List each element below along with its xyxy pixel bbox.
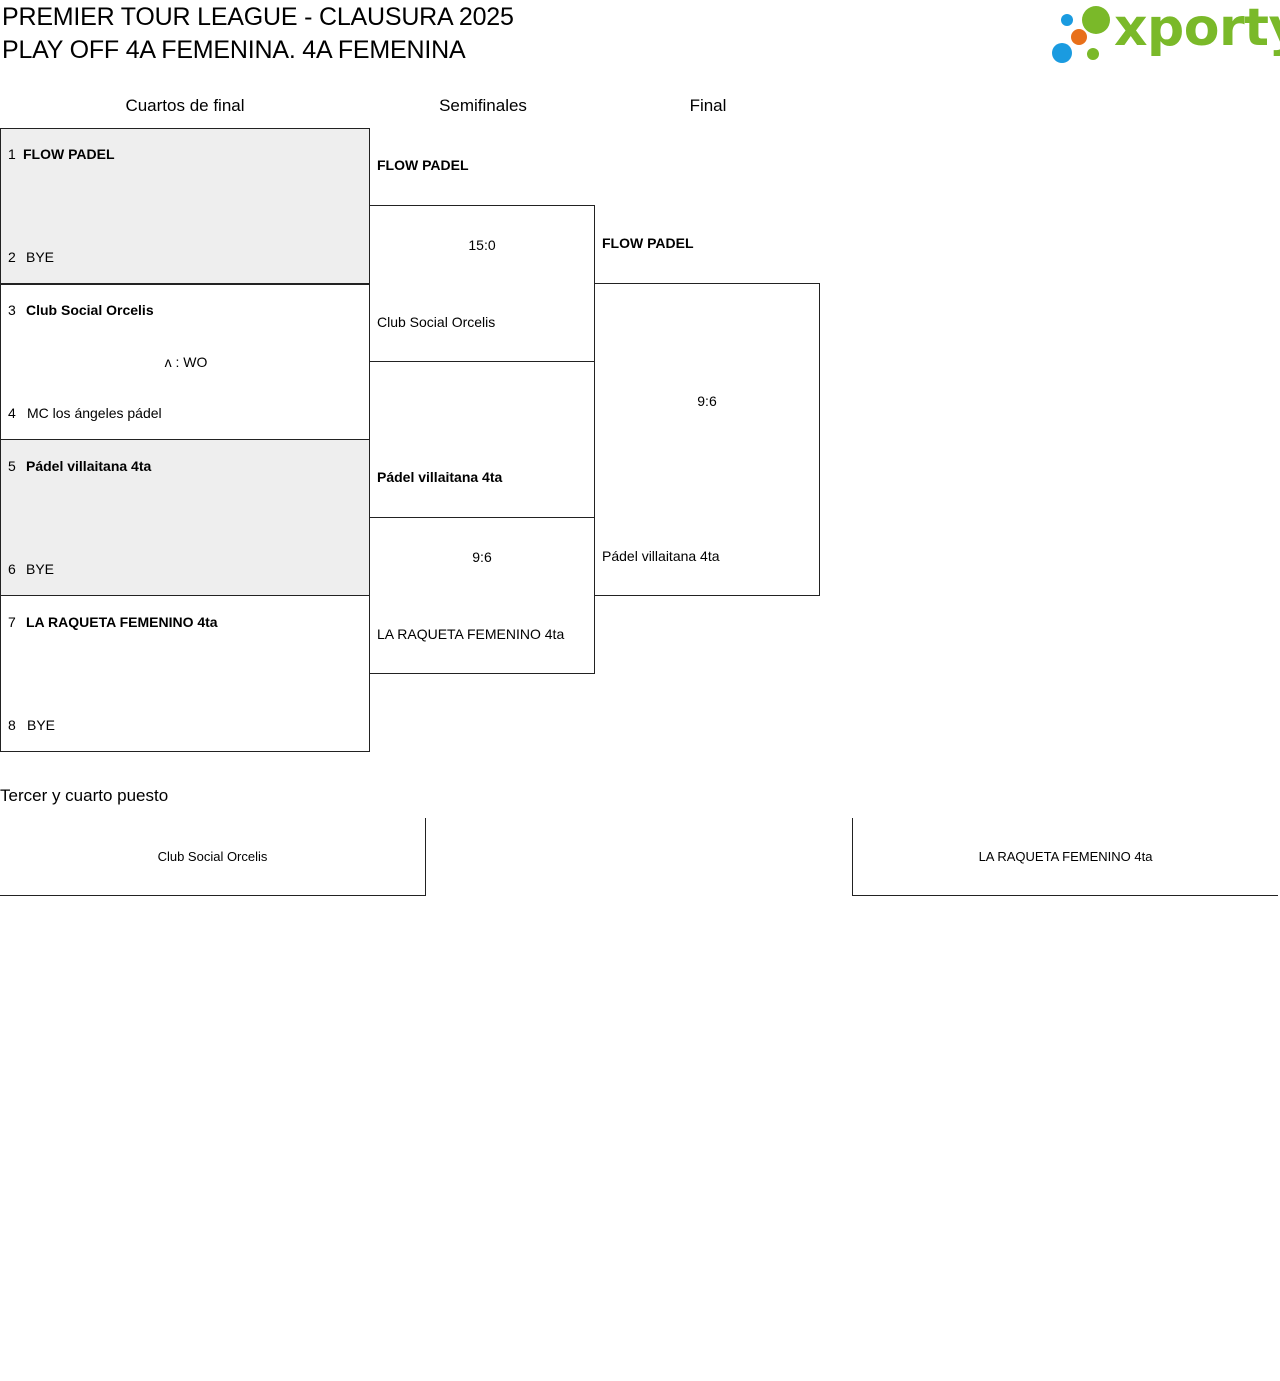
logo-dot-green-small [1087,48,1099,60]
seed-number: 5 [8,458,16,474]
third-place-slot-b[interactable]: LA RAQUETA FEMENINO 4ta [852,818,1278,896]
third-place-team-b: LA RAQUETA FEMENINO 4ta [978,849,1153,864]
match-score: 15:0 [468,237,496,253]
final-match[interactable]: 9:6 Pádel villaitana 4ta [594,283,820,596]
quarterfinal-match-1[interactable]: 1 FLOW PADEL 2 BYE [0,128,370,285]
quarterfinal-match-3[interactable]: 5 Pádel villaitana 4ta 6 BYE [0,439,370,596]
match-score: 9:6 [472,549,492,565]
seed-number: 7 [8,614,16,630]
team-name: BYE [26,561,55,577]
seed-number: 2 [8,249,16,265]
semifinal-match-1[interactable]: 15:0 Club Social Orcelis [369,205,595,362]
semifinal-2-team-a: Pádel villaitana 4ta [377,469,503,485]
quarterfinal-match-4[interactable]: 7 LA RAQUETA FEMENINO 4ta 8 BYE [0,595,370,752]
team-name: MC los ángeles pádel [27,405,162,421]
match-result: ᴧ : WO [164,354,208,370]
logo-dot-blue-large [1052,43,1072,63]
seed-number: 4 [8,405,16,421]
team-name-winner: Pádel villaitana 4ta [26,458,152,474]
team-name-winner: FLOW PADEL [23,146,115,162]
semifinal-1-team-b: Club Social Orcelis [377,314,496,330]
third-place-title: Tercer y cuarto puesto [0,786,169,805]
match-score: 9:6 [697,393,717,409]
seed-number: 1 [8,146,16,162]
semifinal-2-team-b: LA RAQUETA FEMENINO 4ta [377,626,565,642]
third-place-slot-a[interactable]: Club Social Orcelis [0,818,426,896]
third-place-team-a: Club Social Orcelis [157,849,268,864]
seed-number: 3 [8,302,16,318]
logo-text: xporty [1114,0,1280,58]
round-header-semifinals: Semifinales [439,96,527,115]
team-name-winner: LA RAQUETA FEMENINO 4ta [26,614,218,630]
seed-number: 6 [8,561,16,577]
logo-dot-green-large [1082,6,1110,34]
logo-dot-orange [1071,29,1087,45]
semifinal-1-team-a: FLOW PADEL [377,157,469,173]
logo-dot-blue-small [1061,14,1073,26]
final-team-a: FLOW PADEL [602,235,694,251]
quarterfinal-match-2[interactable]: 3 Club Social Orcelis ᴧ : WO 4 MC los án… [0,283,370,440]
round-header-quarterfinals: Cuartos de final [125,96,245,115]
team-name: BYE [26,249,55,265]
xporty-logo: xporty [1052,0,1280,68]
team-name: BYE [27,717,56,733]
semifinal-match-2[interactable]: 9:6 LA RAQUETA FEMENINO 4ta [369,517,595,674]
round-header-final: Final [689,96,727,115]
final-team-b: Pádel villaitana 4ta [602,548,720,564]
page-title: PREMIER TOUR LEAGUE - CLAUSURA 2025 [2,3,514,31]
team-name-winner: Club Social Orcelis [26,302,154,318]
seed-number: 8 [8,717,16,733]
page-subtitle: PLAY OFF 4A FEMENINA. 4A FEMENINA [2,36,466,64]
